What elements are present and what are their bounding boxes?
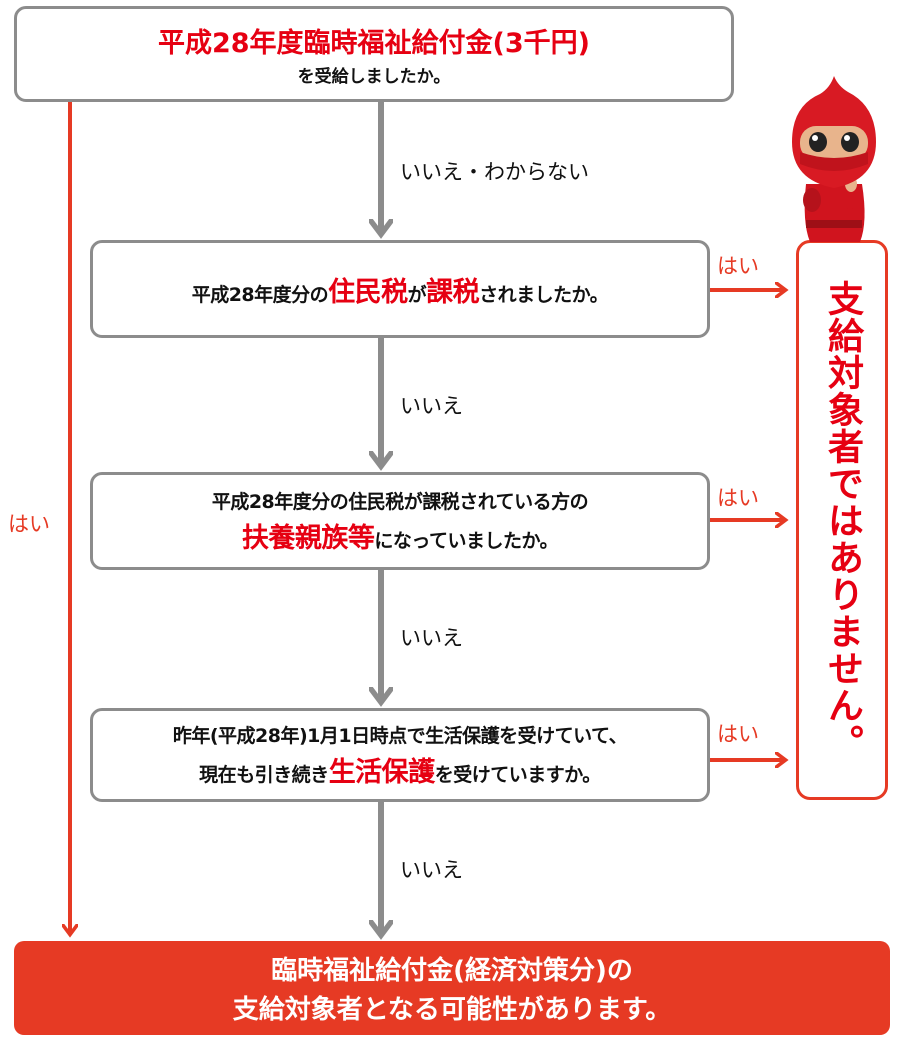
question-2-pre: 平成28年度分の [191, 283, 329, 306]
question-2-text: 平成28年度分の住民税が課税されましたか。 [192, 270, 609, 309]
label-yes-q3: はい [717, 486, 759, 510]
question-2-highlight-resident-tax: 住民税 [328, 276, 408, 308]
label-yes-q1: はい [8, 512, 50, 536]
label-yes-q2: はい [717, 254, 759, 278]
question-3-post: になっていましたか。 [374, 530, 559, 552]
question-1-box: 平成28年度臨時福祉給付金(3千円) を受給しましたか。 [14, 6, 734, 102]
label-no-q3: いいえ [400, 626, 463, 650]
question-4-post: を受けていますか。 [434, 764, 602, 786]
result-line-1: 臨時福祉給付金(経済対策分)の [271, 956, 633, 986]
question-4-highlight-welfare: 生活保護 [328, 757, 436, 788]
question-2-mid: が [407, 283, 427, 306]
question-3-line1: 平成28年度分の住民税が課税されている方の [211, 491, 589, 513]
label-no-q4: いいえ [400, 858, 463, 882]
not-eligible-box: 支給対象者ではありません。 [796, 240, 888, 800]
question-2-post: されましたか。 [479, 283, 609, 306]
question-4-line1: 昨年(平成28年)1月1日時点で生活保護を受けていて、 [172, 725, 628, 747]
question-2-highlight-taxed: 課税 [426, 276, 480, 308]
question-2-box: 平成28年度分の住民税が課税されましたか。 [90, 240, 710, 338]
question-1-sub: を受給しましたか。 [297, 67, 451, 87]
question-3-highlight-dependents: 扶養親族等 [241, 523, 375, 554]
not-eligible-text: 支給対象者ではありません。 [822, 279, 863, 761]
mascot [792, 76, 876, 242]
question-1-title: 平成28年度臨時福祉給付金(3千円) [157, 28, 591, 59]
question-3-box: 平成28年度分の住民税が課税されている方の 扶養親族等になっていましたか。 [90, 472, 710, 570]
result-line-2: 支給対象者となる可能性があります。 [232, 995, 672, 1025]
label-no-unknown: いいえ・わからない [400, 160, 589, 184]
result-box: 臨時福祉給付金(経済対策分)の 支給対象者となる可能性があります。 [14, 941, 890, 1035]
label-yes-q4: はい [717, 722, 759, 746]
question-4-line2: 現在も引き続き生活保護を受けていますか。 [199, 750, 601, 789]
label-no-q2: いいえ [400, 394, 463, 418]
question-3-line2: 扶養親族等になっていましたか。 [241, 516, 559, 555]
question-4-pre: 現在も引き続き [199, 764, 329, 786]
question-4-box: 昨年(平成28年)1月1日時点で生活保護を受けていて、 現在も引き続き生活保護を… [90, 708, 710, 802]
